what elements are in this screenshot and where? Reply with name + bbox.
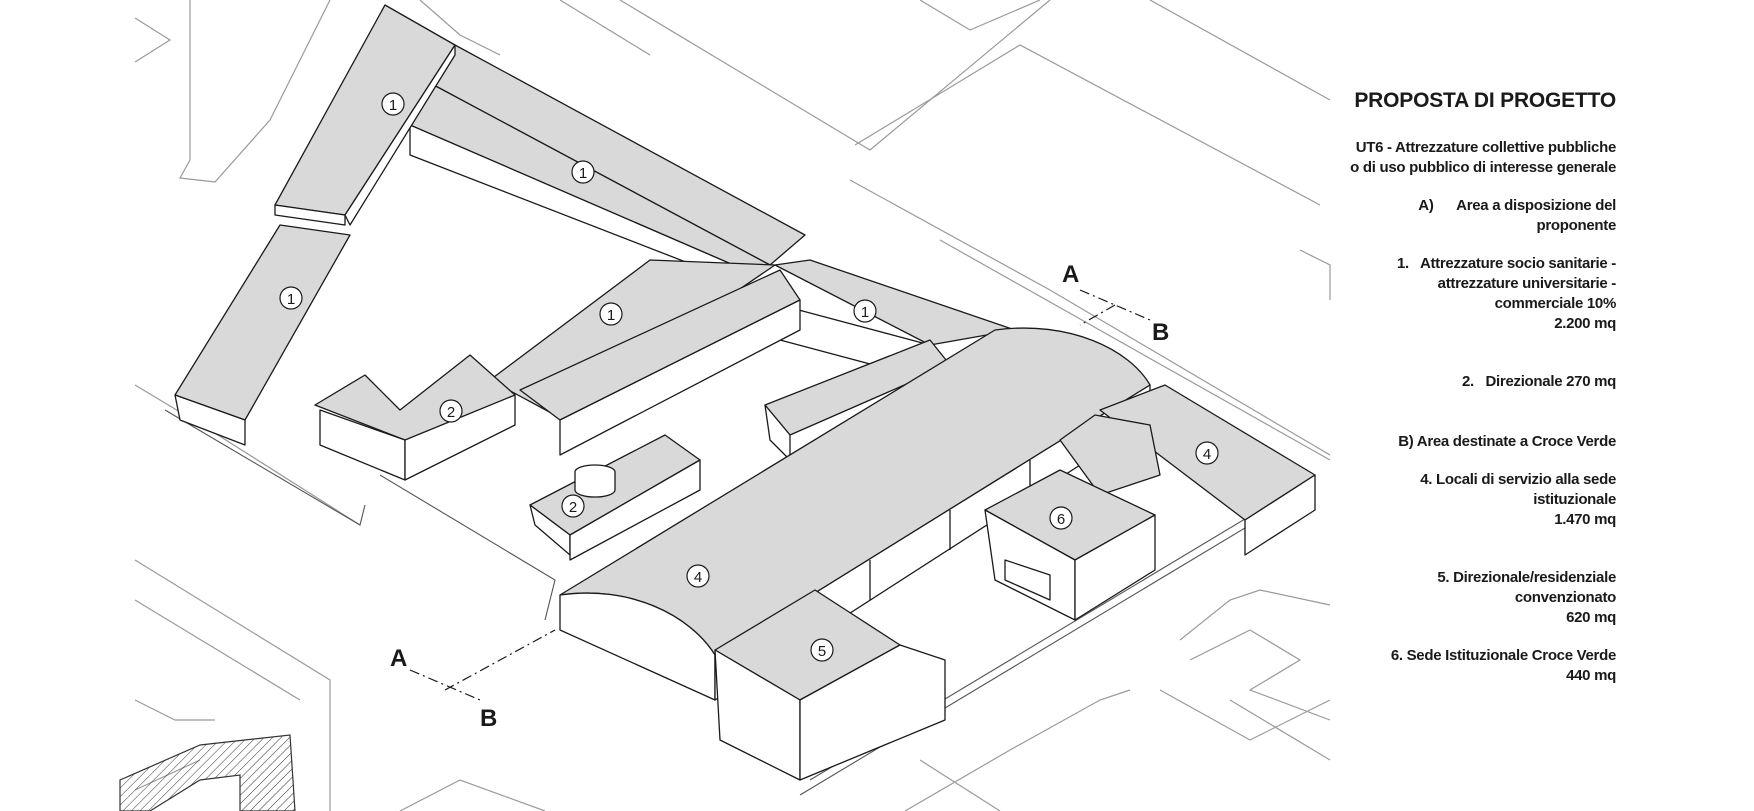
legend-item-2-line: 2. Direzionale 270 mq: [1462, 373, 1616, 390]
legend-item-1: 1. Attrezzature socio sanitarie - attrez…: [1286, 254, 1616, 334]
legend-b-line: B) Area destinate a Croce Verde: [1398, 433, 1616, 450]
label-5: 5: [818, 643, 826, 660]
label-1e: 1: [861, 304, 869, 321]
legend-item-6-line1: 6. Sede Istituzionale Croce Verde: [1390, 647, 1616, 664]
legend-item-4-line3: 1.470 mq: [1554, 511, 1616, 528]
building-labels: [279, 92, 1219, 662]
legend-a: A) Area a disposizione del proponente: [1286, 196, 1616, 236]
hatched-block: [119, 734, 296, 811]
legend-a-line2: proponente: [1536, 217, 1617, 234]
legend-ut6: UT6 - Attrezzature collettive pubbliche …: [1286, 138, 1616, 178]
legend-item-5: 5. Direzionale/residenziale convenzionat…: [1286, 568, 1616, 628]
legend-item-1-line2: attrezzature universitarie -: [1437, 275, 1617, 292]
legend-item-5-line2: convenzionato: [1514, 589, 1616, 606]
label-1a: 1: [389, 97, 397, 114]
label-4a: 4: [1203, 446, 1211, 463]
legend-item-4: 4. Locali di servizio alla sede istituzi…: [1286, 470, 1616, 530]
buildings: [174, 4, 1316, 781]
label-2a: 2: [447, 404, 455, 421]
section-mark-a-top: A: [1062, 261, 1079, 288]
legend-item-2: 2. Direzionale 270 mq: [1286, 372, 1616, 392]
legend: PROPOSTA DI PROGETTO UT6 - Attrezzature …: [1286, 88, 1616, 686]
label-1c: 1: [287, 291, 295, 308]
legend-ut6-line2: o di uso pubblico di interesse generale: [1350, 159, 1616, 176]
legend-title: PROPOSTA DI PROGETTO: [1354, 89, 1616, 112]
legend-item-5-line1: 5. Direzionale/residenziale: [1437, 569, 1616, 586]
label-1b: 1: [579, 165, 587, 182]
legend-item-5-line3: 620 mq: [1566, 609, 1616, 626]
building-1-w-roof: [174, 224, 351, 421]
section-mark-b-bottom: B: [480, 705, 497, 732]
label-4b: 4: [694, 569, 702, 586]
legend-item-4-line2: istituzionale: [1533, 491, 1616, 508]
label-1d: 1: [607, 307, 615, 324]
section-mark-a-bottom: A: [390, 645, 407, 672]
label-2b: 2: [569, 499, 577, 516]
legend-item-6: 6. Sede Istituzionale Croce Verde 440 mq: [1286, 646, 1616, 686]
label-6: 6: [1057, 511, 1065, 528]
context-lines: [134, 0, 1331, 811]
legend-a-line1: A) Area a disposizione del: [1418, 197, 1616, 214]
section-line: A B A B: [390, 261, 1169, 732]
legend-item-1-line4: 2.200 mq: [1554, 315, 1616, 332]
legend-item-1-line3: commerciale 10%: [1494, 295, 1617, 312]
section-mark-b-top: B: [1152, 319, 1169, 346]
legend-ut6-line1: UT6 - Attrezzature collettive pubbliche: [1355, 139, 1617, 156]
legend-b: B) Area destinate a Croce Verde: [1286, 432, 1616, 452]
legend-item-6-line2: 440 mq: [1566, 667, 1616, 684]
building-numbers: 1 1 1 1 1 2 2 4 4 6 5: [287, 97, 1211, 660]
legend-item-1-line1: 1. Attrezzature socio sanitarie -: [1396, 255, 1616, 272]
legend-item-4-line1: 4. Locali di servizio alla sede: [1420, 471, 1616, 488]
